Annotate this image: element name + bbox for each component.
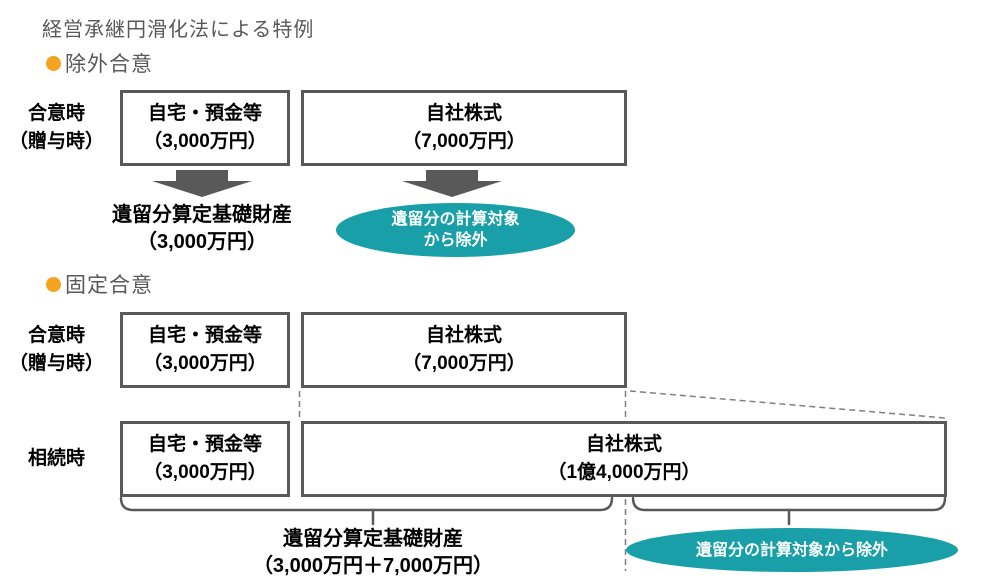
page-title: 経営承継円滑化法による特例 (42, 19, 315, 41)
box-line2: （1億4,000万円） (547, 462, 701, 483)
result-text-basis-property: 遺留分算定基礎財産 （3,000万円） (62, 202, 342, 256)
ellipse-line1: 遺留分の計算対象 (391, 211, 520, 228)
section-header-exclusion: 除外合意 (46, 48, 153, 78)
section-header-label: 除外合意 (65, 53, 153, 76)
row-label-line2: （贈与時） (8, 353, 104, 374)
dashed-line-diagonal (629, 390, 946, 419)
ellipse-excluded-from-calculation: 遺留分の計算対象 から除外 (336, 203, 575, 257)
box-home-deposits: 自宅・預金等 （3,000万円） (120, 90, 290, 166)
row-label-inheritance-time: 相続時 (0, 421, 113, 497)
box-line2: （7,000万円） (402, 131, 526, 152)
box-company-stock: 自社株式 （7,000万円） (301, 90, 627, 166)
box-line1: 自社株式 (585, 434, 662, 455)
box-line2: （3,000万円） (143, 353, 267, 374)
result-line1: 遺留分算定基礎財産 (112, 204, 292, 226)
bracket-left (119, 496, 614, 512)
result-line1: 遺留分算定基礎財産 (283, 528, 463, 550)
result-line2: （3,000万円） (136, 231, 268, 253)
box-line2: （3,000万円） (143, 131, 267, 152)
section-header-fixed: 固定合意 (46, 269, 153, 299)
box-home-deposits-2: 自宅・預金等 （3,000万円） (120, 312, 290, 388)
bracket-result-text: 遺留分算定基礎財産 （3,000万円＋7,000万円） (150, 526, 596, 580)
box-line1: 自宅・預金等 (147, 325, 262, 346)
row-label-agreement-time-2: 合意時 （贈与時） (0, 312, 113, 388)
box-line1: 自社株式 (425, 103, 502, 124)
box-line1: 自宅・預金等 (147, 103, 262, 124)
box-home-deposits-3: 自宅・預金等 （3,000万円） (120, 421, 290, 497)
ellipse-text: 遺留分の計算対象から除外 (695, 541, 888, 559)
bullet-icon (46, 276, 61, 292)
box-line2: （3,000万円） (143, 462, 267, 483)
ellipse-line2: から除外 (423, 232, 488, 249)
result-line2: （3,000万円＋7,000万円） (252, 555, 494, 577)
row-label-line2: （贈与時） (8, 131, 104, 152)
box-company-stock-2: 自社株式 （7,000万円） (301, 312, 627, 388)
box-line1: 自宅・預金等 (147, 434, 262, 455)
section-header-label: 固定合意 (65, 274, 153, 297)
box-line2: （7,000万円） (402, 353, 526, 374)
down-arrow-icon (152, 170, 252, 197)
ellipse-excluded-from-calculation-2: 遺留分の計算対象から除外 (626, 528, 958, 572)
box-line1: 自社株式 (425, 325, 502, 346)
bullet-icon (46, 55, 61, 71)
box-company-stock-wide: 自社株式 （1億4,000万円） (301, 421, 947, 497)
row-label-agreement-time: 合意時 （贈与時） (0, 90, 113, 166)
row-label-line1: 合意時 (27, 325, 85, 346)
row-label-line1: 合意時 (27, 103, 85, 124)
bracket-right (631, 496, 947, 512)
row-label-line1: 相続時 (27, 448, 85, 469)
down-arrow-icon (402, 170, 502, 197)
